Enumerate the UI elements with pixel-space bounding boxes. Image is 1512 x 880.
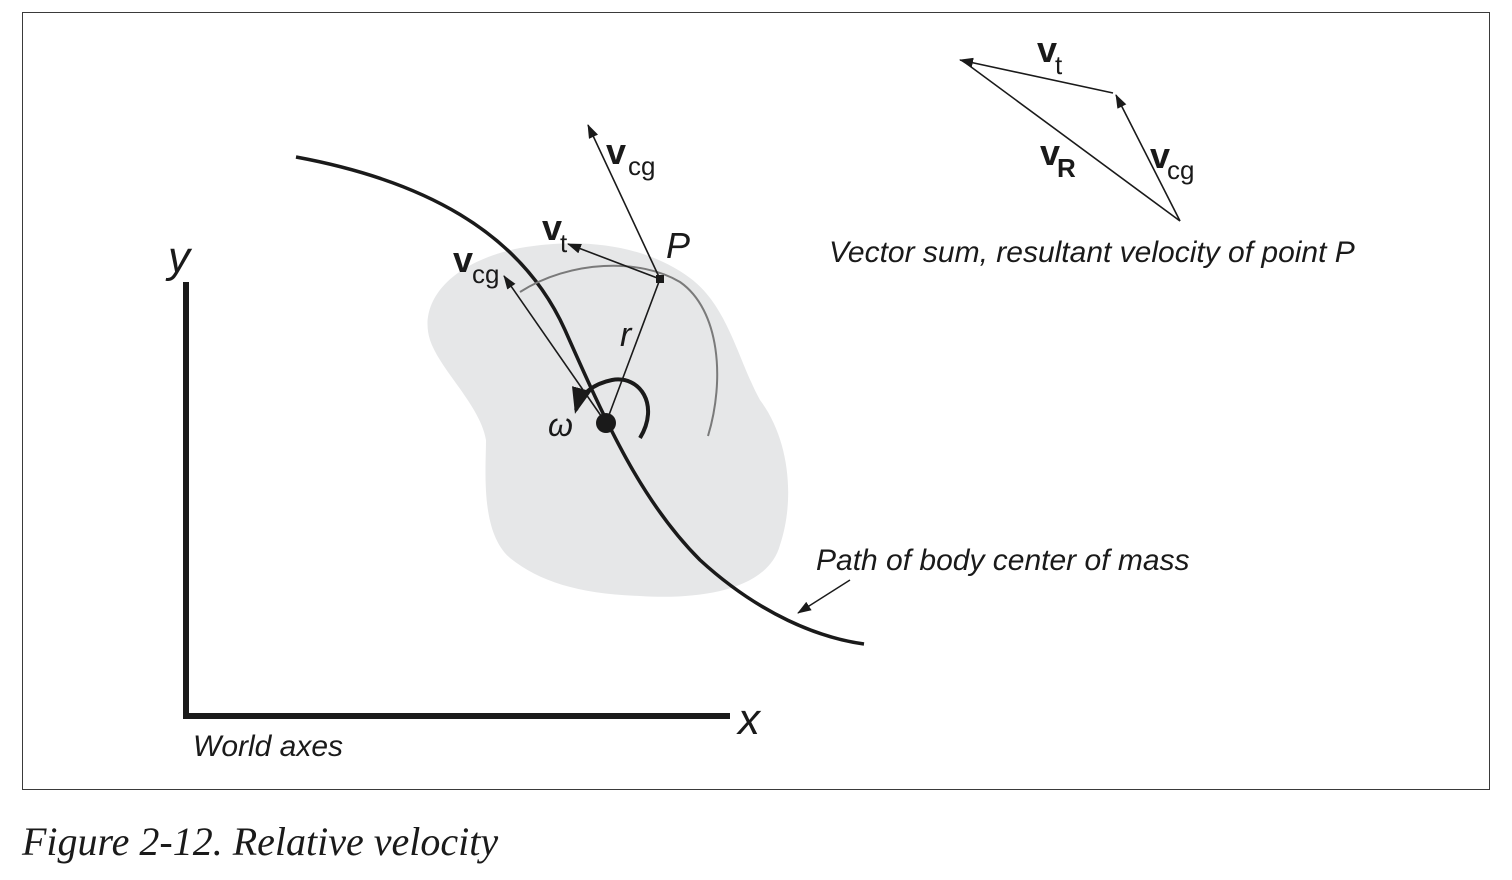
vcg-label-p-sub: cg bbox=[628, 151, 655, 181]
rotation-arc bbox=[519, 264, 719, 437]
vector-sum-vt bbox=[959, 57, 1114, 94]
vcg-label-sum-sub: cg bbox=[1167, 155, 1194, 185]
x-axis-label: x bbox=[736, 695, 762, 744]
center-of-mass-dot bbox=[596, 413, 616, 433]
omega-label: ω bbox=[548, 407, 573, 443]
vcg-label-cg-v: v bbox=[453, 239, 473, 280]
vcg-label-p-v: v bbox=[606, 131, 626, 172]
vt-label-sum-sub: t bbox=[1055, 50, 1063, 80]
path-leader-arrow bbox=[797, 579, 851, 614]
radius-label: r bbox=[620, 316, 633, 354]
figure-caption: Figure 2-12. Relative velocity bbox=[22, 819, 499, 864]
vector-sum-caption: Vector sum, resultant velocity of point … bbox=[829, 236, 1355, 269]
vector-sum-vcg bbox=[1115, 94, 1181, 222]
vector-sum-vr bbox=[962, 60, 1181, 222]
vcg-arrow-p bbox=[587, 124, 661, 280]
world-axes-label: World axes bbox=[193, 730, 343, 763]
vt-label-p-sub: t bbox=[560, 228, 568, 258]
vt-label-sum-v: v bbox=[1037, 29, 1057, 70]
world-axes bbox=[183, 282, 730, 719]
vcg-label-cg-sub: cg bbox=[472, 259, 499, 289]
y-axis-label: y bbox=[165, 233, 193, 282]
vt-label-p-v: v bbox=[542, 207, 562, 248]
vt-arrow-p bbox=[567, 243, 661, 280]
vr-label-sum-sub: R bbox=[1057, 153, 1076, 183]
omega-rotation-arrow bbox=[572, 377, 651, 440]
vcg-label-sum-v: v bbox=[1150, 135, 1170, 176]
vr-label-sum-v: v bbox=[1040, 132, 1060, 173]
point-p-label: P bbox=[666, 225, 690, 266]
radius-line bbox=[605, 278, 661, 424]
path-label: Path of body center of mass bbox=[816, 544, 1190, 577]
